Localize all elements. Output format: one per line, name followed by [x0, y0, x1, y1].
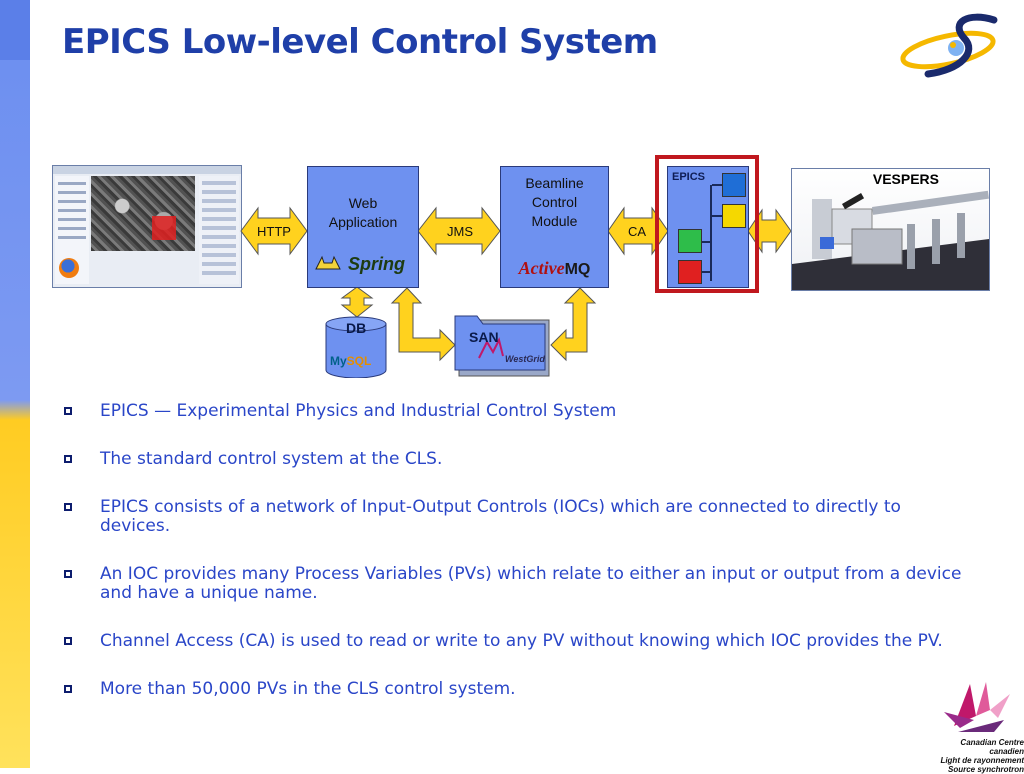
side-accent-bar	[0, 0, 30, 768]
activemq-logo: ActiveMQ	[518, 258, 591, 279]
web-client-screenshot	[52, 165, 242, 288]
ioc-red	[678, 260, 702, 284]
vespers-label: VESPERS	[872, 171, 939, 187]
ca-label: CA	[627, 224, 647, 239]
bullet-item: Channel Access (CA) is used to read or w…	[62, 632, 962, 651]
web-application-box: Web Application Spring	[307, 166, 419, 288]
bullet-item: More than 50,000 PVs in the CLS control …	[62, 680, 962, 699]
mysql-logo: MySQL	[330, 354, 372, 368]
bullet-marker-icon	[64, 407, 72, 415]
db-arrow	[340, 286, 374, 318]
http-label: HTTP	[257, 224, 291, 239]
jms-label: JMS	[447, 224, 473, 239]
san-storage: SAN WestGrid	[453, 312, 551, 378]
ioc-yellow	[722, 204, 746, 228]
bullet-marker-icon	[64, 503, 72, 511]
bcm-san-arrow	[550, 287, 597, 362]
spring-logo: Spring	[348, 254, 405, 274]
bullet-marker-icon	[64, 685, 72, 693]
cls-orbit-logo	[900, 13, 998, 78]
westgrid-logo: WestGrid	[505, 354, 545, 364]
bullet-item: The standard control system at the CLS.	[62, 450, 962, 469]
beamline-control-module-box: Beamline Control Module ActiveMQ	[500, 166, 609, 288]
database-cylinder: DB MySQL	[324, 316, 388, 378]
web-application-label: Web Application	[328, 195, 398, 230]
san-label: SAN	[469, 329, 499, 345]
db-label: DB	[346, 320, 367, 336]
bullet-item: EPICS consists of a network of Input-Out…	[62, 498, 962, 536]
bullet-item: An IOC provides many Process Variables (…	[62, 565, 962, 603]
epics-highlight-frame	[655, 155, 759, 293]
firefox-icon	[59, 258, 79, 278]
webapp-san-arrow	[390, 287, 456, 362]
tomcat-icon	[315, 255, 341, 270]
bullet-marker-icon	[64, 570, 72, 578]
bullet-item: EPICS — Experimental Physics and Industr…	[62, 402, 962, 421]
bcm-label: Beamline Control Module	[525, 175, 584, 229]
epics-label: EPICS	[672, 171, 706, 183]
ioc-blue	[722, 173, 746, 197]
bullet-marker-icon	[64, 455, 72, 463]
bullet-marker-icon	[64, 637, 72, 645]
vespers-beamline-image: VESPERS	[791, 168, 990, 291]
bullet-list: EPICS — Experimental Physics and Industr…	[62, 402, 962, 699]
epics-ioc-box: EPICS	[667, 166, 749, 288]
cls-corporate-logo: Canadian Centre canadien Light de rayonn…	[924, 676, 1024, 774]
cls-logo-text: Canadian Centre canadien Light de rayonn…	[940, 738, 1024, 774]
slide-title: EPICS Low-level Control System	[62, 22, 658, 62]
ioc-green	[678, 229, 702, 253]
